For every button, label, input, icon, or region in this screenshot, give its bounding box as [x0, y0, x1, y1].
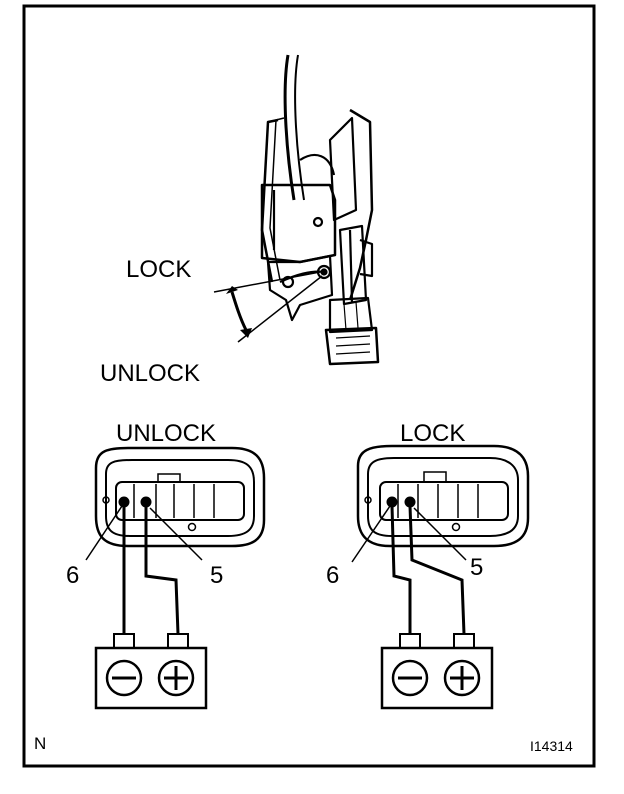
- figure-border: [22, 4, 596, 768]
- left-battery-negative-icon: [105, 659, 143, 697]
- corner-mark: N: [34, 734, 47, 753]
- left-connector-title: UNLOCK: [116, 420, 217, 447]
- left-test-leads: [85, 496, 203, 635]
- figure-code: I14314: [530, 738, 573, 754]
- left-pin-5-label: 5: [210, 562, 224, 589]
- left-battery-positive-icon: [157, 659, 195, 697]
- right-battery: [380, 633, 494, 710]
- right-battery-positive-icon: [443, 659, 481, 697]
- right-pin-5-label: 5: [470, 554, 484, 581]
- right-battery-negative-icon: [391, 659, 429, 697]
- door-lock-actuator: [260, 54, 380, 366]
- right-connector-face: [356, 444, 530, 548]
- right-connector-title: LOCK: [400, 420, 466, 447]
- right-pin-6-label: 6: [326, 562, 340, 589]
- left-connector-face: [94, 446, 266, 548]
- lock-swing-indicator: [213, 271, 323, 343]
- right-test-leads: [351, 496, 467, 635]
- top-unlock-label: UNLOCK: [100, 360, 201, 387]
- left-pin-6-label: 6: [66, 562, 80, 589]
- left-battery: [94, 633, 208, 710]
- top-lock-label: LOCK: [126, 256, 192, 283]
